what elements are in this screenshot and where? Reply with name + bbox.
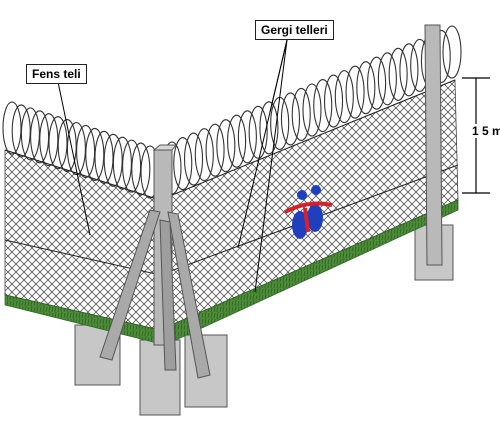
- razor-wire-loop: [85, 127, 105, 181]
- razor-wire-loop: [173, 136, 193, 191]
- razor-wire-loop: [345, 65, 365, 119]
- razor-wire-loop: [194, 128, 214, 182]
- razor-wire-loop: [280, 92, 301, 146]
- label-pointers: [57, 39, 288, 293]
- razor-wire-loop: [11, 104, 31, 158]
- razor-wire-loop: [334, 70, 354, 124]
- razor-wire-loop: [112, 136, 132, 190]
- razor-wire-loop: [39, 113, 59, 167]
- razor-wire-loop: [237, 110, 257, 164]
- razor-wire-loop: [367, 56, 387, 110]
- razor-wire-loop: [76, 124, 96, 179]
- razor-wire-loop: [66, 121, 86, 176]
- razor-wire-loop: [377, 52, 397, 106]
- razor-wire-loop: [313, 78, 333, 133]
- razor-wire-loop: [388, 47, 408, 101]
- razor-wire-loop: [131, 142, 151, 196]
- razor-wire-loop: [94, 130, 114, 184]
- razor-wire-loop: [248, 105, 268, 159]
- razor-wire-loop: [302, 83, 322, 137]
- razor-wire-loop: [259, 101, 279, 155]
- razor-wire-loop: [356, 61, 376, 115]
- fence-mesh-right: [159, 79, 459, 336]
- fence-posts: [99, 24, 443, 379]
- razor-wire-loop: [2, 101, 22, 155]
- razor-wire-loop: [30, 110, 50, 164]
- razor-wire-loop: [48, 116, 68, 170]
- razor-wire-loop: [103, 133, 123, 187]
- razor-wire-loop: [227, 114, 247, 168]
- razor-wire-coil: [2, 25, 462, 199]
- logo-emblem: [284, 185, 333, 239]
- label-tension-wires: Gergi telleri: [255, 20, 334, 40]
- razor-wire-loop: [216, 119, 236, 173]
- razor-wire-loop: [57, 119, 77, 173]
- razor-wire-loop: [205, 123, 225, 177]
- razor-wire-loop: [291, 87, 311, 142]
- razor-wire-loop: [323, 74, 344, 128]
- razor-wire-loop: [20, 107, 40, 161]
- razor-wire-loop: [183, 132, 204, 186]
- razor-wire-loop: [399, 43, 419, 97]
- razor-wire-loop: [442, 25, 462, 79]
- label-height: 1 5 m: [472, 124, 500, 138]
- label-fence-wire: Fens teli: [26, 64, 87, 84]
- razor-wire-loop: [122, 139, 142, 193]
